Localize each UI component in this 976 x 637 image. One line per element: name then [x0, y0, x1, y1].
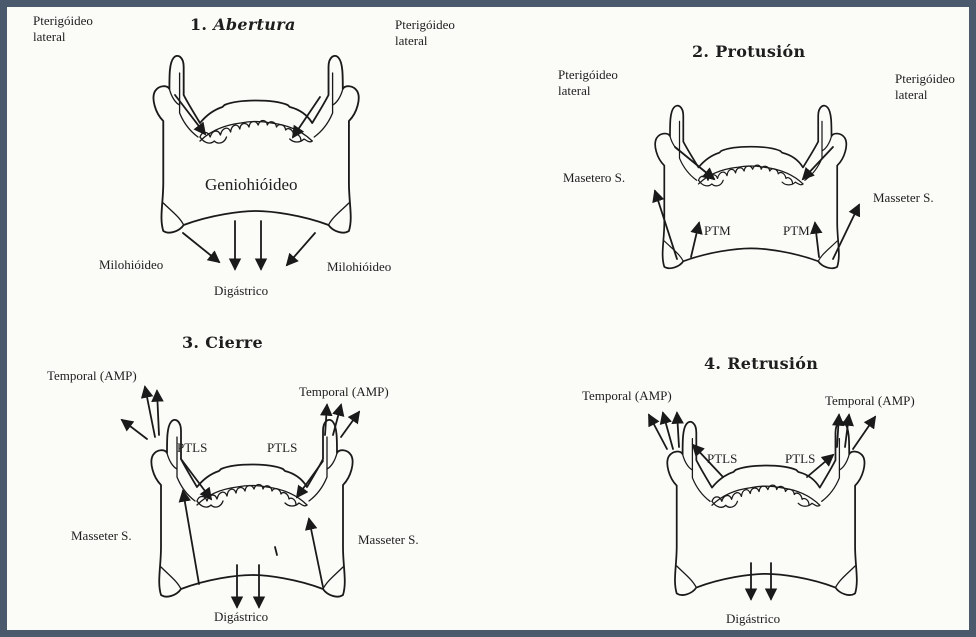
label-pterigoideo-lateral-right-2: lateral — [395, 33, 427, 48]
label-pterigoideo-lateral-left-2: lateral — [33, 29, 65, 44]
label-pterigoideo-lateral-left-2: lateral — [558, 83, 590, 98]
label-masseter-right: Masseter S. — [873, 190, 934, 205]
label-masseter-left: Masseter S. — [71, 528, 132, 543]
label-pterigoideo-lateral-right-1: Pterigóideo — [395, 17, 455, 32]
label-digastrico-retrusion: Digástrico — [726, 611, 780, 626]
label-ptm-right: PTM — [783, 223, 810, 238]
label-ptls-left: PTLS — [177, 440, 207, 455]
label-pterigoideo-lateral-left-1: Pterigóideo — [558, 67, 618, 82]
label-pterigoideo-lateral-right-2: lateral — [895, 87, 927, 102]
label-temporal-amp-right: Temporal (AMP) — [825, 393, 915, 408]
label-milohioideo-left: Milohióideo — [99, 257, 163, 272]
label-masseter-right: Masseter S. — [358, 532, 419, 547]
panel-title-abertura: 1. Abertura — [190, 17, 296, 32]
panel-title-cierre: 3. Cierre — [182, 335, 263, 350]
label-temporal-amp-right: Temporal (AMP) — [299, 384, 389, 399]
label-digastrico-cierre: Digástrico — [214, 609, 268, 624]
label-ptls-right: PTLS — [267, 440, 297, 455]
label-masetero-left: Masetero S. — [563, 170, 625, 185]
label-temporal-amp-left: Temporal (AMP) — [47, 368, 137, 383]
label-ptm-left: PTM — [704, 223, 731, 238]
label-pterigoideo-lateral-right-1: Pterigóideo — [895, 71, 955, 86]
label-ptls-right: PTLS — [785, 451, 815, 466]
label-temporal-amp-left: Temporal (AMP) — [582, 388, 672, 403]
label-ptls-left: PTLS — [707, 451, 737, 466]
mandible-retrusion — [667, 422, 864, 595]
label-milohioideo-right: Milohióideo — [327, 259, 391, 274]
label-pterigoideo-lateral-left-1: Pterigóideo — [33, 13, 93, 28]
figure-frame: 1. Abertura Pterigóideo lateral Pterigói… — [7, 7, 969, 630]
label-digastrico-abertura: Digástrico — [214, 283, 268, 298]
panel-title-retrusion: 4. Retrusión — [704, 356, 818, 371]
mandible-abertura — [154, 56, 359, 233]
mandible-diagrams — [7, 7, 969, 630]
panel-title-protusion: 2. Protusión — [692, 44, 805, 59]
label-geniohioideo: Geniohióideo — [205, 177, 298, 192]
